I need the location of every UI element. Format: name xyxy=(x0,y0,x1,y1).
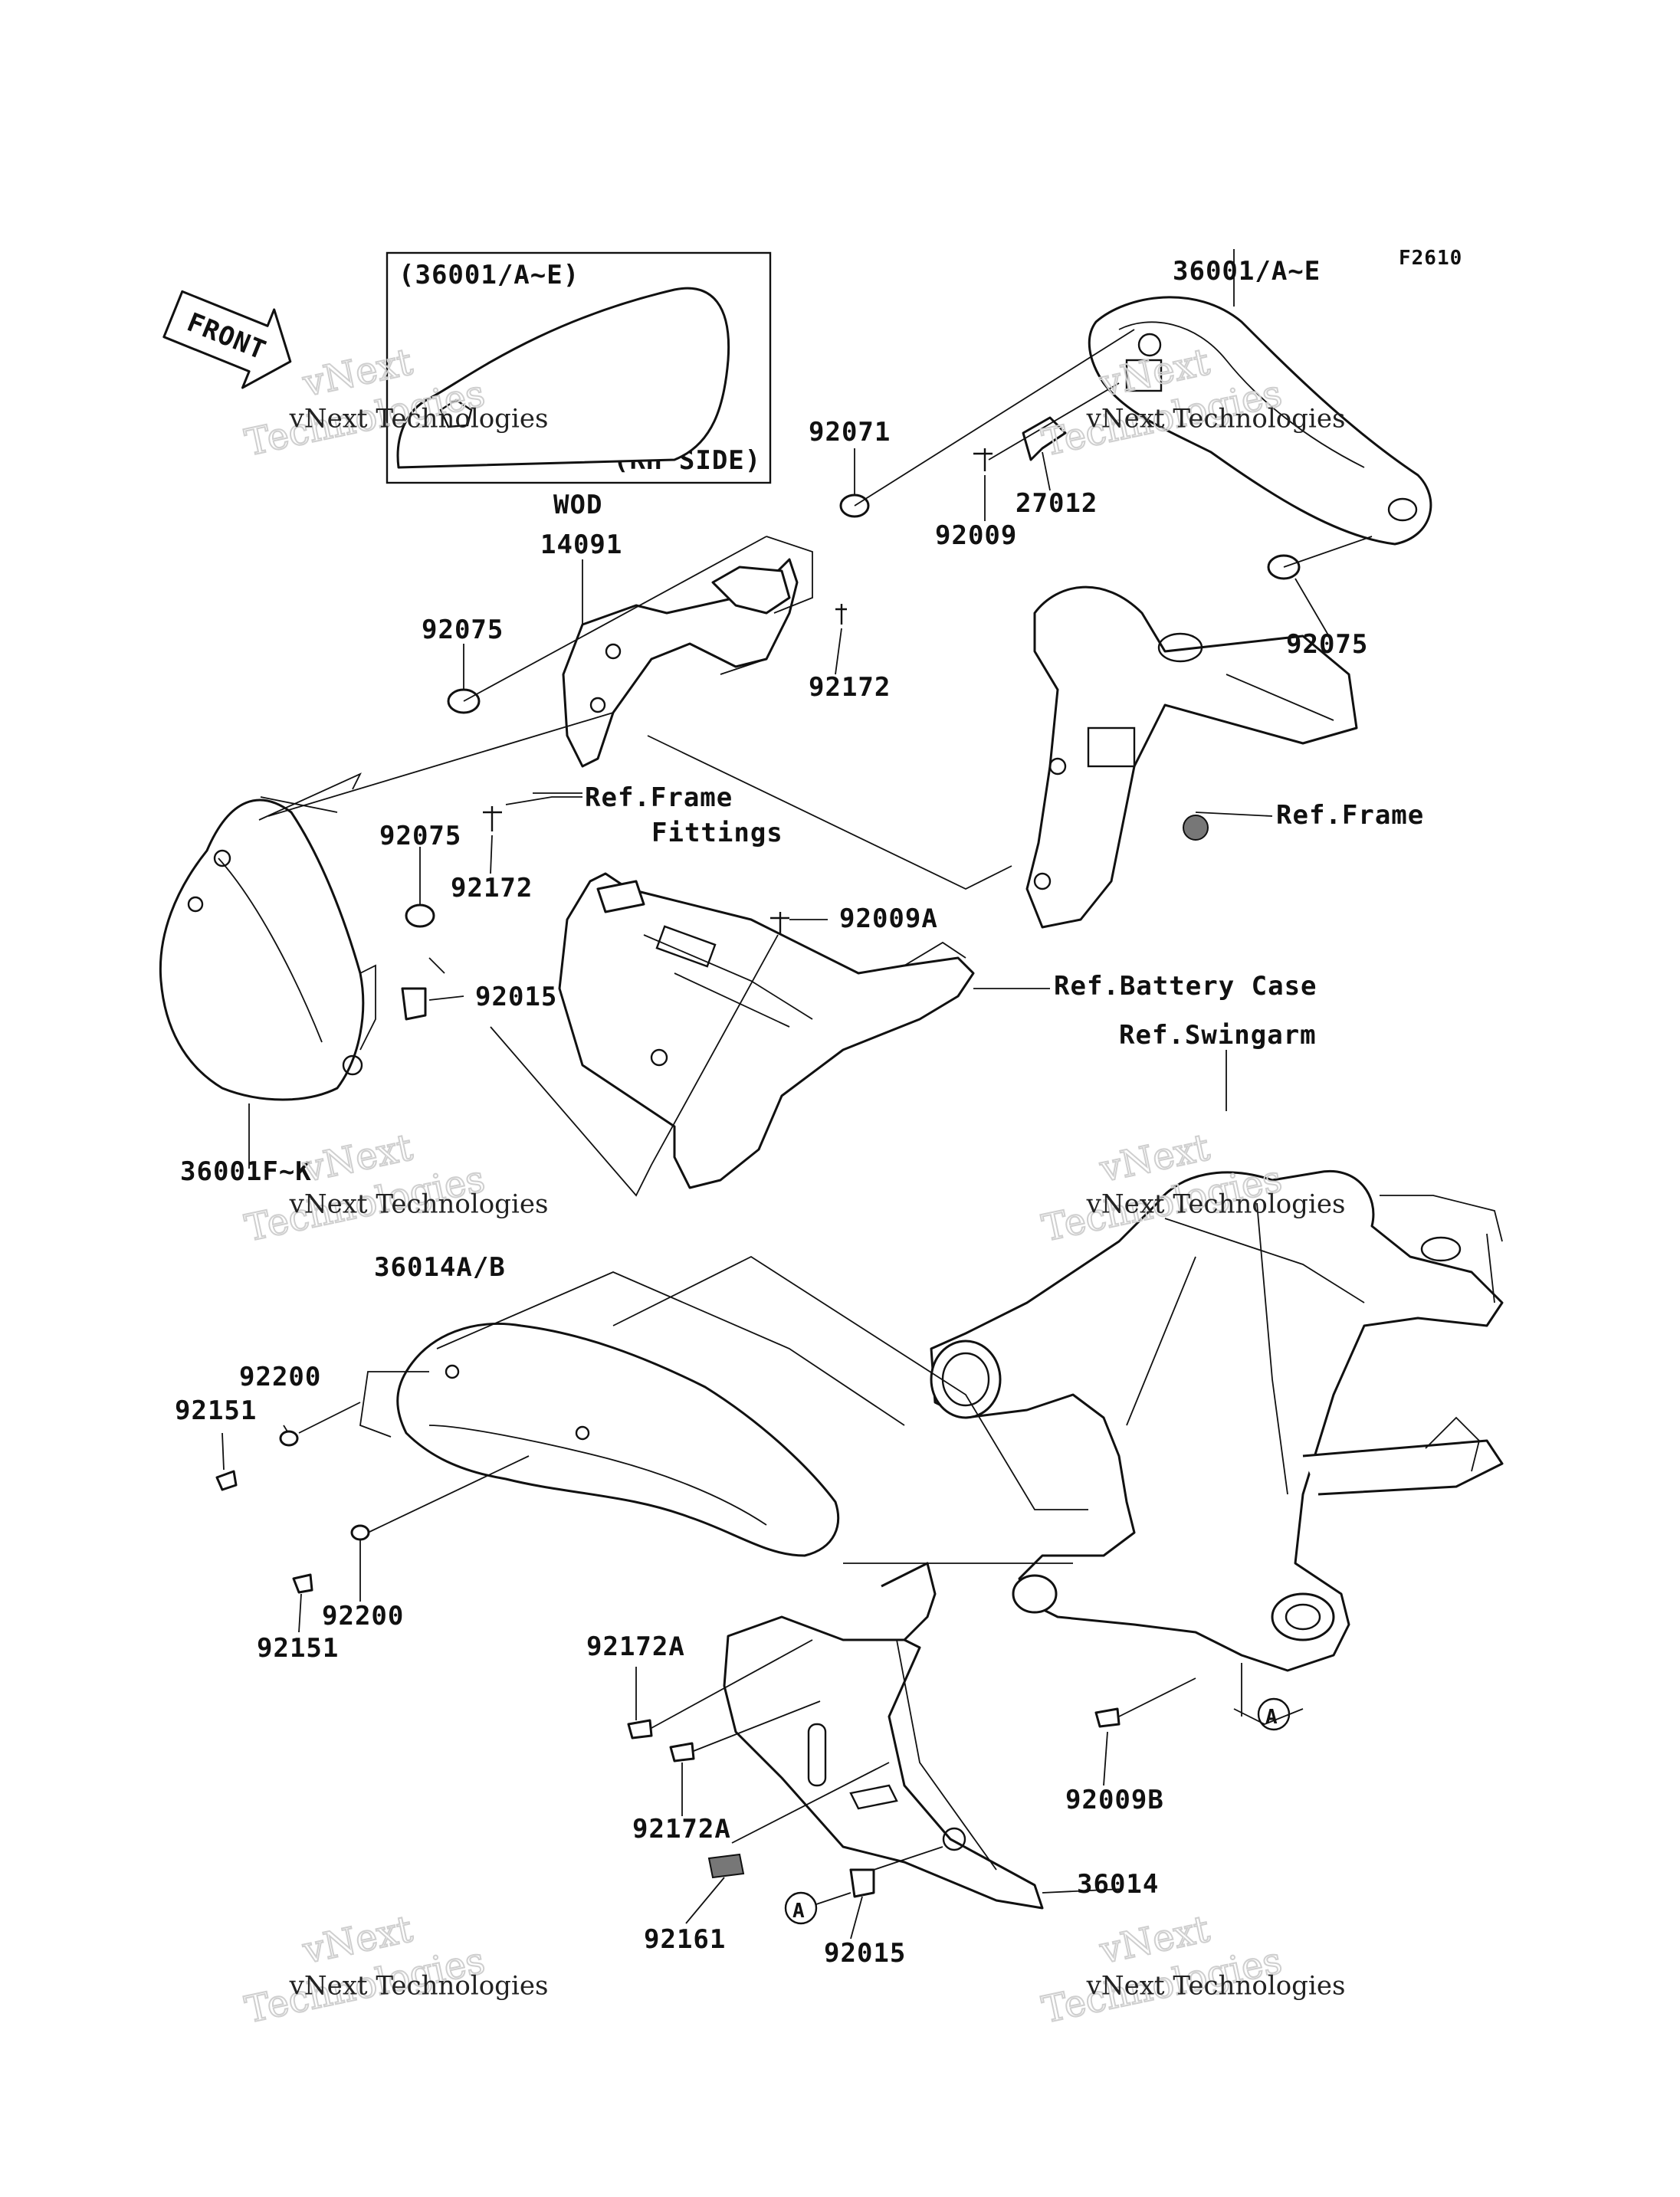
label-92075-a: 92075 xyxy=(422,615,504,645)
bolt-92172a-upper xyxy=(627,1719,653,1740)
svg-text:vNext Technologies: vNext Technologies xyxy=(289,1971,549,2002)
washer-92200-upper xyxy=(279,1430,299,1447)
ref-swingarm: Ref.Swingarm xyxy=(1119,1020,1317,1051)
chain-cover-36014ab xyxy=(359,1255,1088,1564)
collar-92015-upper xyxy=(401,987,427,1021)
label-36014ab: 36014A/B xyxy=(374,1252,506,1283)
label-92075-c: 92075 xyxy=(379,821,461,851)
svg-text:vNext Technologies: vNext Technologies xyxy=(289,404,549,434)
bolt-92009a xyxy=(770,912,789,935)
label-92075-b: 92075 xyxy=(1286,629,1368,660)
label-14091: 14091 xyxy=(540,530,622,560)
label-36014: 36014 xyxy=(1077,1869,1159,1900)
part-labels: 36001/A~E 92071 92009 27012 14091 92075 … xyxy=(175,256,1368,1969)
label-92015-b: 92015 xyxy=(824,1938,906,1969)
ref-battery-case: Ref.Battery Case xyxy=(1054,971,1317,1002)
label-36001f-k: 36001F~K xyxy=(180,1156,312,1187)
ref-frame-fittings-2: Fittings xyxy=(651,818,783,848)
label-92200-a: 92200 xyxy=(239,1362,321,1392)
label-92009b: 92009B xyxy=(1065,1785,1164,1815)
collar-92015-lower xyxy=(849,1868,875,1898)
bracket-14091 xyxy=(562,558,799,768)
label-92009a: 92009A xyxy=(839,903,938,934)
pad-92161 xyxy=(707,1853,745,1879)
front-arrow-icon: FRONT xyxy=(162,290,292,389)
inset-title: (36001/A~E) xyxy=(399,260,579,290)
bolt-92172-upper xyxy=(835,604,847,625)
label-92200-b: 92200 xyxy=(322,1601,404,1631)
ref-frame-fittings-1: Ref.Frame xyxy=(585,782,733,813)
bolt-92151-upper xyxy=(215,1470,238,1491)
label-27012: 27012 xyxy=(1016,488,1098,519)
watermark-bottom-left: vNext Technologies vNext Technologies xyxy=(241,1907,549,2032)
svg-text:A: A xyxy=(1265,1706,1278,1729)
reference-labels: Ref.Frame Fittings Ref.Frame Ref.Battery… xyxy=(585,782,1424,1051)
marker-a-right: A xyxy=(1257,1697,1291,1731)
svg-text:vNext Technologies: vNext Technologies xyxy=(1086,1189,1346,1220)
swingarm xyxy=(930,1170,1504,1672)
label-92009: 92009 xyxy=(935,520,1017,551)
battery-case xyxy=(558,872,975,1189)
svg-text:vNext Technologies: vNext Technologies xyxy=(1086,1971,1346,2002)
bolt-92172-lower xyxy=(483,806,502,831)
bolt-92009b xyxy=(1094,1707,1121,1728)
side-cover-left xyxy=(159,796,365,1101)
label-92172-b: 92172 xyxy=(451,873,533,903)
frame-assembly xyxy=(1025,585,1358,929)
label-92161: 92161 xyxy=(644,1924,726,1955)
label-36001-a-e: 36001/A~E xyxy=(1173,256,1321,287)
marker-a-lower: A xyxy=(784,1891,818,1925)
side-cover-outline xyxy=(396,287,730,469)
label-92151-a: 92151 xyxy=(175,1395,257,1426)
washer-92200-lower xyxy=(350,1524,370,1541)
label-92172a-a: 92172A xyxy=(586,1631,685,1662)
inset-box: (36001/A~E) (RH SIDE) xyxy=(386,251,772,484)
bolt-92151-lower xyxy=(292,1573,313,1594)
label-92172a-b: 92172A xyxy=(632,1814,731,1844)
label-92071: 92071 xyxy=(809,417,891,448)
label-92015-a: 92015 xyxy=(475,982,557,1012)
bolt-92172a-lower xyxy=(669,1742,695,1763)
ref-frame: Ref.Frame xyxy=(1276,800,1424,831)
svg-text:A: A xyxy=(792,1900,806,1923)
grommet-92075-mid xyxy=(405,903,435,928)
bolt-92009 xyxy=(973,448,993,471)
svg-text:vNext Technologies: vNext Technologies xyxy=(289,1189,549,1220)
label-92151-b: 92151 xyxy=(257,1633,339,1664)
diagram-code: F2610 xyxy=(1399,247,1462,270)
chain-guard-36014 xyxy=(723,1562,1044,1910)
side-cover-right xyxy=(1088,296,1432,546)
watermark-bottom-right: vNext Technologies vNext Technologies xyxy=(1038,1907,1346,2032)
grommet-hole xyxy=(439,398,473,428)
inset-caption: WOD xyxy=(553,490,602,520)
label-92172-a: 92172 xyxy=(809,672,891,703)
bracket-27012 xyxy=(1022,416,1067,461)
svg-text:vNext Technologies: vNext Technologies xyxy=(1086,404,1346,434)
